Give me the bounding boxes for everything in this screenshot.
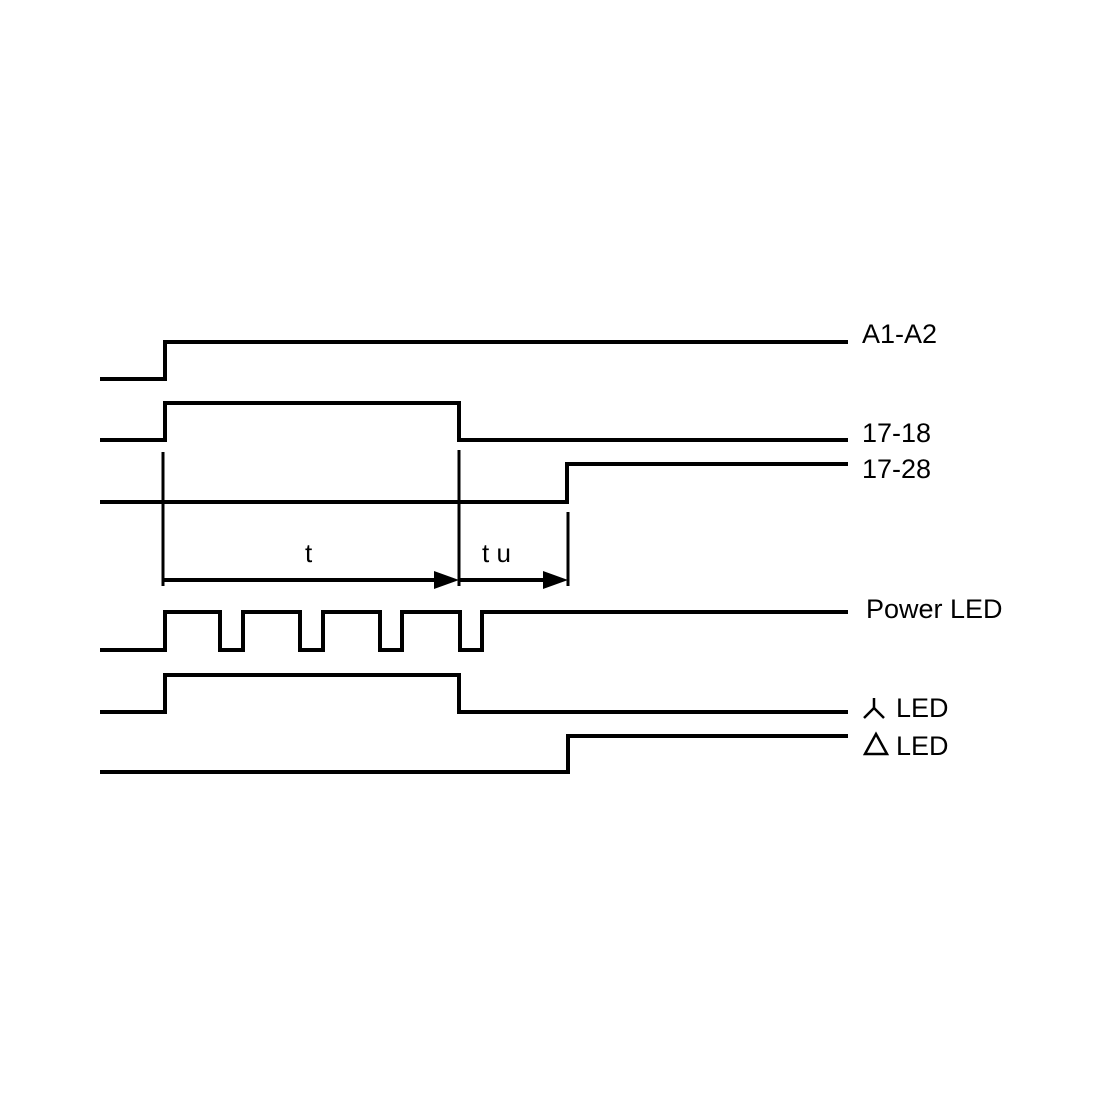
waveform-17-28 (100, 462, 848, 504)
interval-t-arrowhead (434, 571, 459, 589)
star-icon (863, 698, 885, 719)
waveform-power-led (100, 610, 848, 652)
label-17-28: 17-28 (862, 454, 931, 484)
label-a1-a2: A1-A2 (862, 319, 937, 349)
label-17-18: 17-18 (862, 418, 931, 448)
waveform-a1-a2 (100, 340, 848, 381)
label-star-led: LED (896, 693, 949, 723)
label-delta-led: LED (896, 731, 949, 761)
label-power-led: Power LED (866, 594, 1003, 624)
waveform-delta-led (100, 734, 848, 774)
interval-t-label: t (305, 538, 313, 568)
delta-icon (862, 731, 890, 756)
interval-tu-arrowhead (543, 571, 568, 589)
waveform-17-18 (100, 401, 848, 442)
interval-tu-label: t u (482, 538, 511, 568)
waveform-star-led (100, 673, 848, 714)
